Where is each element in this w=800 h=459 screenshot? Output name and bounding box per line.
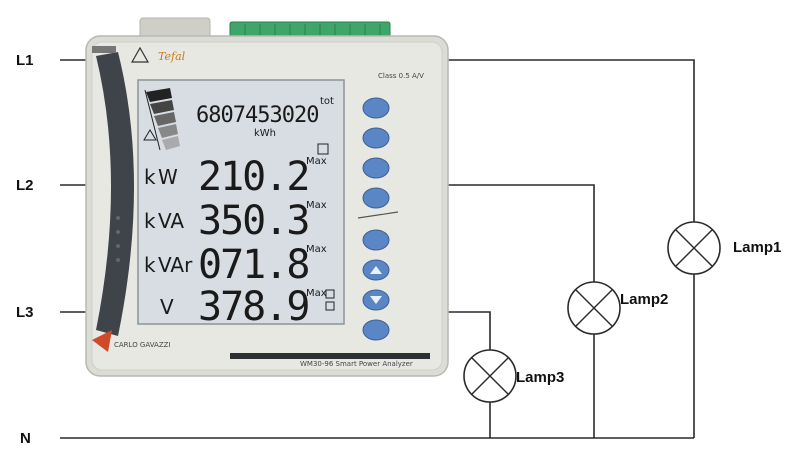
row3-prefix: k <box>144 253 156 277</box>
row2-value: 350.3 <box>198 198 308 244</box>
lamp2-label: Lamp2 <box>620 291 668 308</box>
wire-l2-right <box>448 184 595 282</box>
wire-l3-right <box>448 311 491 350</box>
row1-tag: Max <box>306 156 327 167</box>
button-1[interactable] <box>362 97 390 119</box>
up-arrow-icon <box>370 266 382 274</box>
row1-unit: W <box>158 165 178 189</box>
row2-unit: VA <box>158 209 184 233</box>
lamp1-label: Lamp1 <box>733 239 781 256</box>
button-4[interactable] <box>362 187 390 209</box>
bargraph-gauge-icon <box>144 88 180 151</box>
wire-l1-right <box>448 59 695 222</box>
button-2[interactable] <box>362 127 390 149</box>
meter-buttons <box>357 97 399 341</box>
row3-value: 071.8 <box>198 242 308 288</box>
reading-row-4: V 378.9 Max <box>160 284 335 330</box>
energy-counter: 6807453020 <box>196 103 318 128</box>
warning-icon <box>130 46 150 63</box>
model-label: WM30-96 Smart Power Analyzer <box>300 360 413 368</box>
button-3[interactable] <box>362 157 390 179</box>
label-l3: L3 <box>16 304 34 321</box>
lamp2: Lamp2 <box>567 281 668 335</box>
row1-value: 210.2 <box>198 154 308 200</box>
row4-value: 378.9 <box>198 284 308 330</box>
label-l2: L2 <box>16 177 34 194</box>
enter-button[interactable] <box>362 319 390 341</box>
maker-label: CARLO GAVAZZI <box>114 341 170 349</box>
counter-tag: tot <box>320 96 334 107</box>
maker-logo-icon <box>92 330 112 352</box>
down-arrow-icon <box>370 296 382 304</box>
lamp3: Lamp3 <box>463 349 564 403</box>
row2-tag: Max <box>306 200 327 211</box>
row3-unit: VAr <box>158 253 193 277</box>
brand-tag: Tefal <box>158 50 186 63</box>
label-n: N <box>20 430 31 447</box>
lcd-warning-icon <box>143 129 157 141</box>
power-meter: Tefal Class 0.5 A/V 6807453020 tot kWh k… <box>85 17 449 377</box>
row1-prefix: k <box>144 165 156 189</box>
row4-tag: Max <box>306 288 327 299</box>
class-label: Class 0.5 A/V <box>378 72 424 80</box>
reading-row-3: k VAr 071.8 Max <box>144 242 327 288</box>
row2-prefix: k <box>144 209 156 233</box>
lock-icon <box>317 143 329 155</box>
row4-unit: V <box>160 295 174 319</box>
lamp1: Lamp1 <box>667 221 781 275</box>
row3-tag: Max <box>306 244 327 255</box>
label-l1: L1 <box>16 52 34 69</box>
reading-row-2: k VA 350.3 Max <box>144 198 327 244</box>
lamp3-label: Lamp3 <box>516 369 564 386</box>
counter-unit: kWh <box>254 128 276 139</box>
back-button[interactable] <box>362 229 390 251</box>
meter-side-strip <box>96 52 134 336</box>
reading-row-1: k W 210.2 Max <box>144 154 327 200</box>
